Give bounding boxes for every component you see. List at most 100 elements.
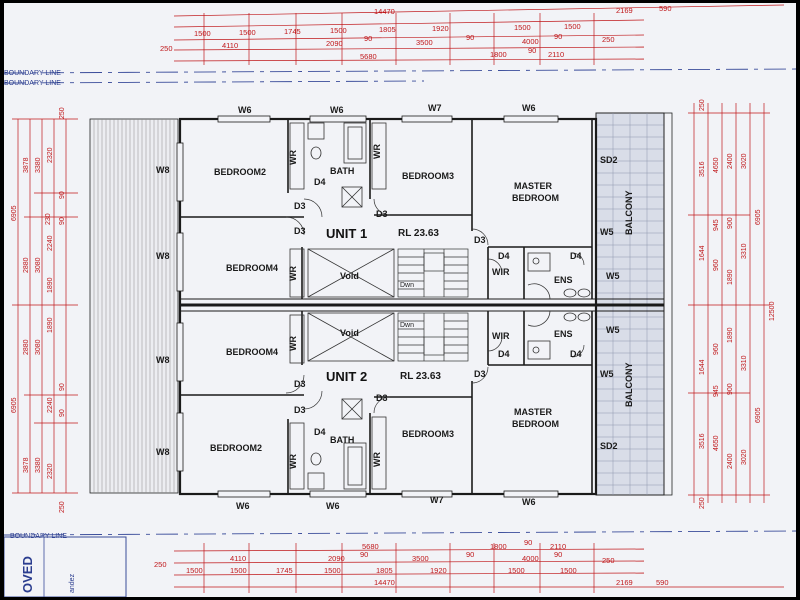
dim-label: 1805 [376,566,393,575]
unit1-bedroom4-label: BEDROOM4 [226,263,278,273]
door-tag: D4 [498,251,510,261]
left-dim-col-c: 2320 2240 1890 1890 2240 2320 [47,147,54,479]
voids [307,248,395,362]
dim-label: 1920 [430,566,447,575]
title-block [4,536,127,597]
window-tag: W8 [156,447,170,457]
door-tag: D3 [376,393,388,403]
dim-label: 3020 [741,449,748,465]
window-openings [176,115,559,498]
unit2-bedroom2-label: BEDROOM2 [210,443,262,453]
dim-label: 1500 [230,566,247,575]
unit1-ens-label: ENS [554,275,573,285]
dim-label: 90 [554,550,562,559]
dim-label: 2400 [727,153,734,169]
dim-label: 3310 [741,355,748,371]
walls [178,117,664,496]
dim-label: 2110 [548,50,564,59]
bottom-right-250: 250 [602,556,615,565]
dim-label: 90 [59,409,66,417]
dim-label: 90 [59,191,66,199]
dim-label: 3080 [35,339,42,355]
unit2-wir-label: WIR [492,331,510,341]
dim-label: 2880 [23,339,30,355]
wr-tag: WR [372,452,382,467]
right-dim-col-d: 3020 3310 3310 3020 [741,153,748,465]
top-left-250: 250 [160,44,173,53]
dim-label: 90 [528,46,536,55]
title-block-name: andez [69,573,76,593]
dim-label: 1500 [514,23,531,32]
top-dimensions [173,4,785,65]
wr-tag: WR [288,266,298,281]
dim-label: 4650 [713,157,720,173]
dim-label: 90 [360,550,368,559]
dim-label: 12500 [769,301,776,321]
window-tag: W6 [238,105,252,115]
dim-label: 2090 [328,554,345,563]
unit2-bedroom4-label: BEDROOM4 [226,347,278,357]
top-row1-dims: 1500 1500 1745 1500 1805 1920 1500 1500 [194,22,581,38]
window-tag: W6 [522,497,536,507]
outer-window-tags: W6 W6 W7 W6 W6 W6 W7 W6 W8 W8 W8 W8 [156,103,536,511]
dim-label: 1920 [432,24,449,33]
bath-fixtures [307,122,591,490]
dim-label: 5680 [362,542,379,551]
dim-label: 1800 [490,542,507,551]
door-tag: D3 [294,226,306,236]
door-tag: D3 [474,369,486,379]
dim-label: 3380 [35,157,42,173]
dim-label: 3878 [23,157,30,173]
wr-tag: WR [288,336,298,351]
drawing-sheet: 14470 2169 590 1500 1500 1745 1500 1805 … [4,3,796,597]
door-tag: D3 [376,209,388,219]
top-right-250: 250 [602,35,615,44]
bottom-row1-dims: 5680 1800 90 2110 [362,538,566,551]
wr-tag: WR [288,150,298,165]
top-2169-dim: 2169 [616,6,633,15]
door-tag: D4 [570,251,582,261]
unit2-master-label: MASTER [514,407,553,417]
dim-label: 250 [59,501,66,513]
unit2-bedroom3-label: BEDROOM3 [402,429,454,439]
door-tag: D3 [474,235,486,245]
right-dim-col-c: 2400 900 1890 1890 900 2400 [727,153,734,469]
window-tag: W5 [600,369,614,379]
dim-label: 900 [727,383,734,395]
door-tag: D4 [314,177,326,187]
dim-label: 90 [59,217,66,225]
unit2-rl-label: RL 23.63 [400,371,441,382]
dim-label: 250 [699,99,706,111]
bottom-total-dim: 14470 [374,578,395,587]
dim-label: 1890 [47,277,54,293]
dim-label: 3020 [741,153,748,169]
dim-label: 1500 [330,26,347,35]
left-dim-col-90: 250 90 90 230 90 90 250 [45,107,66,513]
right-dim-col-b: 4650 945 960 960 945 4650 [713,157,720,451]
dim-label: 2400 [727,453,734,469]
window-tag: W6 [326,501,340,511]
door-tag: D3 [294,405,306,415]
window-tag: W5 [606,271,620,281]
dim-label: 1890 [727,269,734,285]
dim-label: 3516 [699,433,706,449]
dim-label: 3878 [23,457,30,473]
dim-label: 4000 [522,37,539,46]
wardrobes [289,122,387,490]
dim-label: 2320 [47,147,54,163]
left-dim-col-b: 3380 3080 3080 3380 [35,157,42,473]
dim-label: 945 [713,385,720,397]
door-swings [285,198,585,414]
unit2-door-tags: WR WR WR D4 D3 D3 D3 D3 D4 D4 SD2 W5 W5 [288,325,620,469]
dim-label: 1500 [324,566,341,575]
deck-hatch [89,118,179,494]
bottom-dimensions [173,543,784,593]
dim-label: 3310 [741,243,748,259]
window-tag: W5 [600,227,614,237]
dim-label: 5680 [360,52,377,61]
dim-label: 4000 [522,554,539,563]
dim-label: 90 [554,32,562,41]
dim-label: 1500 [508,566,525,575]
boundary-label-top: BOUNDARY LINE [4,70,61,77]
